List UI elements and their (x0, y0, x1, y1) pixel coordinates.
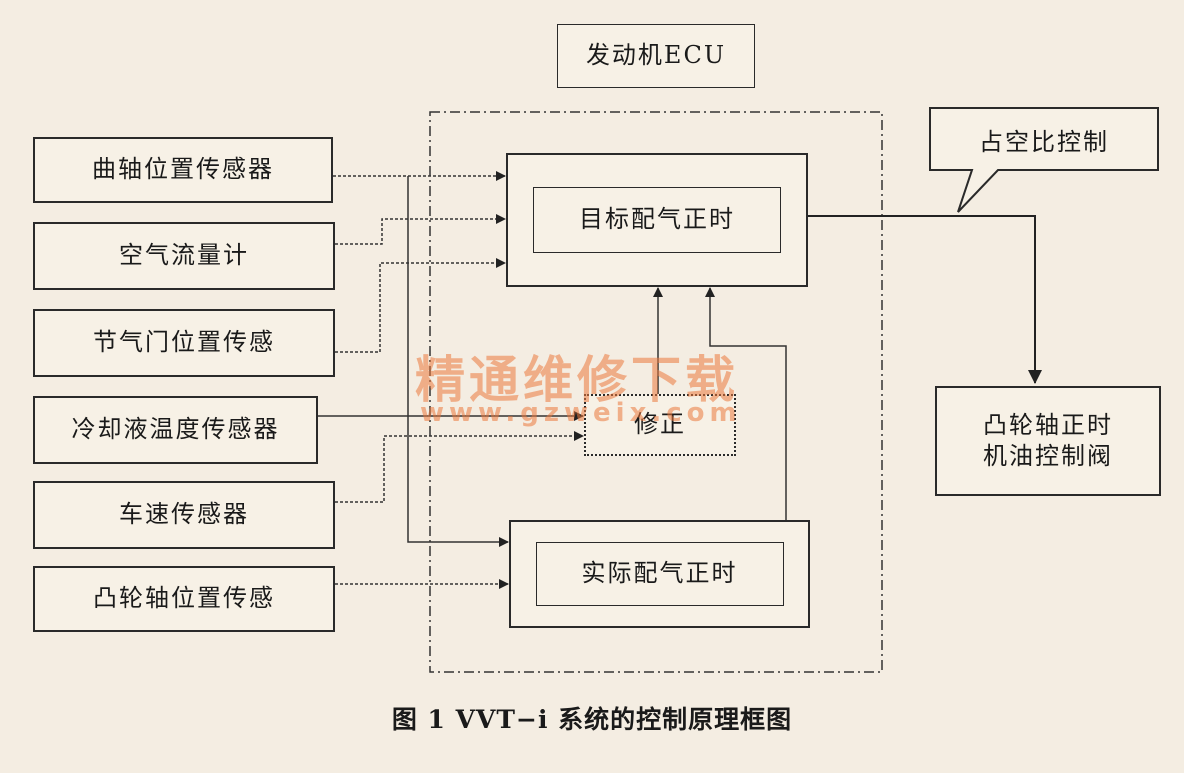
ocv-label: 凸轮轴正时 机油控制阀 (983, 410, 1113, 470)
duty-control-label: 占空比控制 (979, 127, 1109, 156)
sensor-label: 节气门位置传感 (93, 328, 275, 357)
sensor-coolant-temperature: 冷却液温度传感器 (33, 396, 318, 464)
watermark-name: 精通维修下载 (415, 351, 739, 409)
ecu-title-box: 发动机ECU (557, 24, 755, 88)
target-timing-inner: 目标配气正时 (533, 187, 781, 253)
correction-label: 修正 (634, 410, 686, 439)
sensor-label: 车速传感器 (119, 500, 249, 529)
sensor-label: 冷却液温度传感器 (71, 415, 280, 444)
ecu-title: 发动机ECU (585, 41, 727, 70)
actual-timing-outer: 实际配气正时 (509, 520, 810, 628)
sensor-label: 空气流量计 (119, 241, 249, 270)
sensor-camshaft-position: 凸轮轴位置传感 (33, 566, 335, 632)
camshaft-timing-ocv: 凸轮轴正时 机油控制阀 (935, 386, 1161, 496)
watermark-url: www.gzweix.com (420, 398, 742, 428)
sensor-vehicle-speed: 车速传感器 (33, 481, 335, 549)
actual-timing-label: 实际配气正时 (581, 559, 738, 588)
target-timing-label: 目标配气正时 (579, 205, 735, 234)
sensor-throttle-position: 节气门位置传感 (33, 309, 335, 377)
sensor-crankshaft-position: 曲轴位置传感器 (33, 137, 333, 203)
wire-airflow-target (335, 214, 506, 245)
actual-timing-inner: 实际配气正时 (535, 542, 784, 606)
figure-caption: 图 1 VVT−i 系统的控制原理框图 (391, 705, 793, 734)
correction-box: 修正 (584, 394, 736, 456)
wire-target-ocv (808, 215, 1042, 384)
wire-throttle-target (335, 258, 506, 353)
wire-speed-correction (335, 431, 584, 503)
target-timing-outer: 目标配气正时 (506, 153, 808, 287)
sensor-label: 凸轮轴位置传感 (93, 584, 275, 613)
sensor-airflow-meter: 空气流量计 (33, 222, 335, 290)
sensor-label: 曲轴位置传感器 (92, 155, 274, 184)
